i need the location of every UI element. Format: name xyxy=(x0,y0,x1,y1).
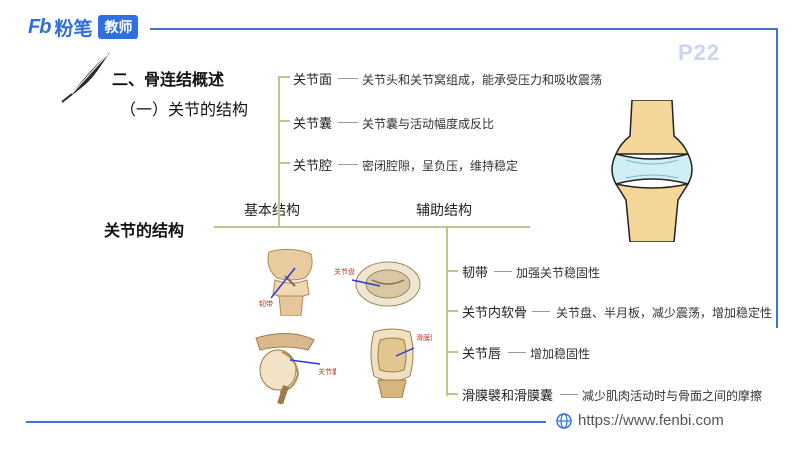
basic-tree-branch xyxy=(278,120,290,122)
aux-node-labrum: 关节唇 xyxy=(462,346,502,361)
brand-mark: Fb xyxy=(28,15,51,38)
section-title: 二、骨连结概述 xyxy=(112,72,225,89)
aux-tree-branch xyxy=(446,310,458,312)
aux-node-synovial: 滑膜襞和滑膜囊 xyxy=(462,388,554,403)
basic-desc-articular-surface: 关节头和关节窝组成，能承受压力和吸收震荡 xyxy=(362,73,603,87)
globe-icon xyxy=(556,412,572,429)
basic-node-cavity: 关节腔 xyxy=(293,158,333,173)
header-divider xyxy=(150,28,778,30)
label-capsule: 关节囊 xyxy=(318,367,336,376)
basic-tree-trunk xyxy=(278,76,280,226)
aux-desc-synovial: 减少肌肉活动时与骨面之间的摩擦 xyxy=(582,389,763,403)
connector-dash xyxy=(532,311,550,312)
connector-dash xyxy=(494,271,512,272)
brand-badge: 教师 xyxy=(98,15,139,39)
aux-tree-branch xyxy=(446,351,458,353)
aux-node-intra-cartilage: 关节内软骨 xyxy=(462,305,528,320)
label-bursa: 滑膜囊 xyxy=(416,333,432,342)
aux-tree-branch xyxy=(446,393,458,395)
label-disc: 关节盘 xyxy=(334,267,355,276)
main-node-title: 关节的结构 xyxy=(104,223,185,240)
shoulder-capsule-image: 关节囊 xyxy=(255,333,336,404)
connector-dash xyxy=(338,78,358,79)
basic-node-capsule: 关节囊 xyxy=(293,116,333,131)
aux-desc-labrum: 增加稳固性 xyxy=(530,347,591,361)
right-border xyxy=(776,28,778,328)
label-ligament: 韧带 xyxy=(259,299,273,308)
aux-node-ligament: 韧带 xyxy=(462,265,489,280)
connector-dash xyxy=(560,394,578,395)
basic-structure-label: 基本结构 xyxy=(244,202,300,218)
basic-desc-cavity: 密闭腔隙，呈负压，维持稳定 xyxy=(362,159,519,173)
section-subtitle: （一）关节的结构 xyxy=(120,102,249,119)
page-number: P22 xyxy=(678,40,721,65)
aux-desc-ligament: 加强关节稳固性 xyxy=(516,266,601,280)
brand-name: 粉笔 xyxy=(54,18,93,40)
basic-desc-capsule: 关节囊与活动幅度成反比 xyxy=(362,117,495,131)
basic-tree-branch xyxy=(278,76,290,78)
feather-quill-icon xyxy=(61,52,110,103)
brand-logo: Fb 粉笔 教师 xyxy=(28,14,139,40)
knee-bursa-image: 滑膜囊 xyxy=(370,328,432,398)
footer-url-text[interactable]: https://www.fenbi.com xyxy=(578,412,724,429)
bottom-border xyxy=(26,421,546,423)
main-branch-line-right xyxy=(444,226,530,228)
joint-diagram-image xyxy=(604,100,700,242)
connector-dash xyxy=(338,164,358,165)
aux-structure-label: 辅助结构 xyxy=(416,202,472,218)
connector-dash xyxy=(508,352,526,353)
main-branch-line xyxy=(214,226,446,228)
knee-ligament-image: 韧带 xyxy=(259,248,313,316)
basic-tree-branch xyxy=(278,162,290,164)
footer-url[interactable]: https://www.fenbi.com xyxy=(556,412,724,429)
aux-tree-branch xyxy=(446,270,458,272)
joint-disc-image: 关节盘 xyxy=(334,261,421,307)
basic-node-articular-surface: 关节面 xyxy=(293,72,333,87)
aux-desc-intra-cartilage: 关节盘、半月板，减少震荡，增加稳定性 xyxy=(556,306,773,320)
connector-dash xyxy=(338,122,358,123)
